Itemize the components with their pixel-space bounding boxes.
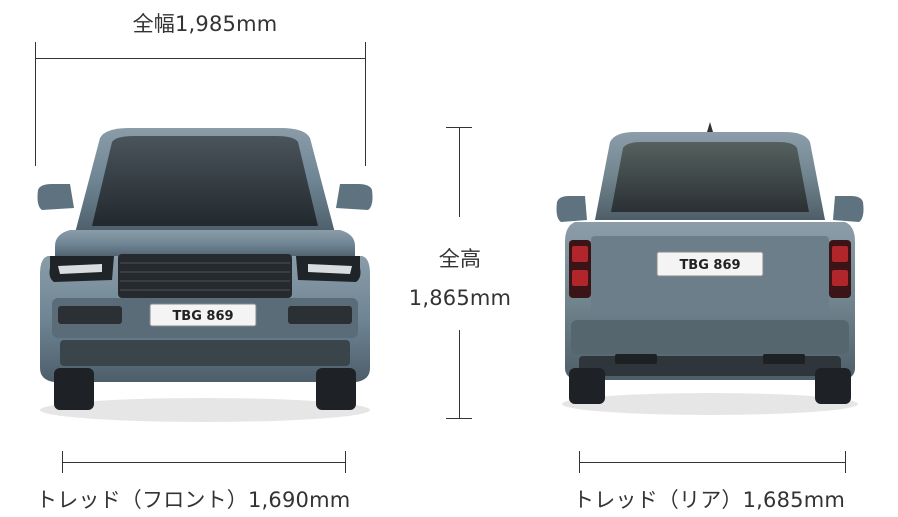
rear-tread-label: トレッド（リア）1,685mm xyxy=(573,488,846,512)
rear-tread-line xyxy=(579,462,846,463)
height-label-value: 1,865mm xyxy=(408,286,512,310)
front-tread-label: トレッド（フロント）1,690mm xyxy=(36,488,351,512)
vehicle-rear-image: TBG 869 xyxy=(556,122,864,415)
front-tread-line xyxy=(62,462,346,463)
width-tick-right xyxy=(365,42,366,166)
vehicle-front-image: TBG 869 xyxy=(37,128,373,422)
front-tread-tick-left xyxy=(62,451,63,473)
rear-tread-tick-right xyxy=(845,451,846,473)
rear-plate-text: TBG 869 xyxy=(679,258,740,273)
width-dimension-line xyxy=(35,58,366,59)
front-plate-text: TBG 869 xyxy=(172,309,233,324)
height-label-title: 全高 xyxy=(438,247,482,271)
height-tick-bottom xyxy=(446,418,472,419)
height-line-lower xyxy=(459,330,460,418)
width-tick-left xyxy=(35,42,36,166)
rear-tread-tick-left xyxy=(579,451,580,473)
front-tread-tick-right xyxy=(345,451,346,473)
width-label: 全幅1,985mm xyxy=(132,12,278,36)
height-line-upper xyxy=(459,127,460,217)
